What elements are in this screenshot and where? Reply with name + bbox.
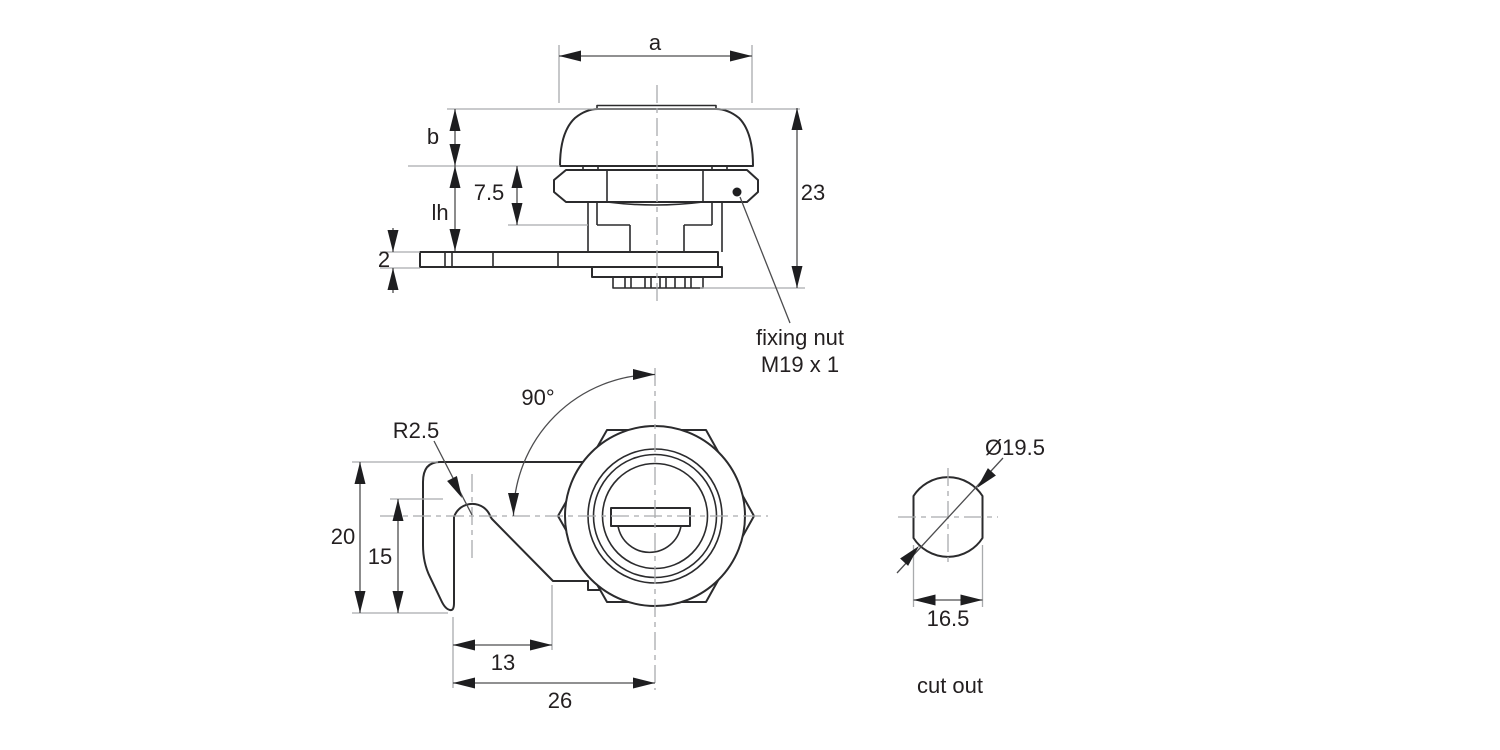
dim-label-7-5: 7.5 xyxy=(474,180,505,205)
lock-body xyxy=(587,203,723,252)
callout-fixing-nut-line2: M19 x 1 xyxy=(761,352,839,377)
dim-label-diameter: Ø19.5 xyxy=(985,435,1045,460)
fixing-nut-leader-line xyxy=(739,196,791,324)
side-view-object xyxy=(419,104,759,289)
cutout-arrowheads xyxy=(900,468,996,606)
dim-label-13: 13 xyxy=(491,650,515,675)
dim-label-b: b xyxy=(427,124,439,149)
cutout-shape xyxy=(912,476,984,558)
dim-label-26: 26 xyxy=(548,688,572,713)
spline-teeth xyxy=(612,277,704,289)
dim-label-15: 15 xyxy=(368,544,392,569)
key-cylinder-half-moon xyxy=(617,525,682,554)
dim-label-23: 23 xyxy=(801,180,825,205)
side-view: a b 7.5 lh 2 23 fixing nut M19 x 1 xyxy=(378,30,844,377)
front-view: 90° R2.5 20 15 13 26 xyxy=(331,368,768,713)
side-view-extension-lines xyxy=(380,45,805,305)
key-slot xyxy=(610,507,691,527)
dim-label-lh: lh xyxy=(431,200,448,225)
nut-hole-dot xyxy=(732,187,742,197)
front-view-extension-lines xyxy=(352,461,553,688)
fixing-nut-facets xyxy=(606,170,704,206)
dim-label-16-5: 16.5 xyxy=(927,606,970,631)
fixing-nut xyxy=(553,169,759,203)
front-view-centerlines xyxy=(380,368,768,690)
callout-fixing-nut-line1: fixing nut xyxy=(756,325,844,350)
cap-top-pad xyxy=(596,104,717,109)
dim-label-r2-5: R2.5 xyxy=(393,418,439,443)
cam-hook xyxy=(422,461,613,612)
dim-arc-90 xyxy=(512,373,656,517)
side-view-arrowheads xyxy=(387,50,803,290)
cutout-view: Ø19.5 16.5 cut out xyxy=(896,435,1045,698)
dim-label-2: 2 xyxy=(378,247,390,272)
front-view-arrowheads xyxy=(354,369,655,689)
dim-label-20: 20 xyxy=(331,524,355,549)
dim-label-90: 90° xyxy=(521,385,554,410)
dim-label-a: a xyxy=(649,30,662,55)
cutout-caption: cut out xyxy=(917,673,983,698)
mounting-plate xyxy=(419,251,719,268)
mounting-plate-seams xyxy=(444,252,559,267)
